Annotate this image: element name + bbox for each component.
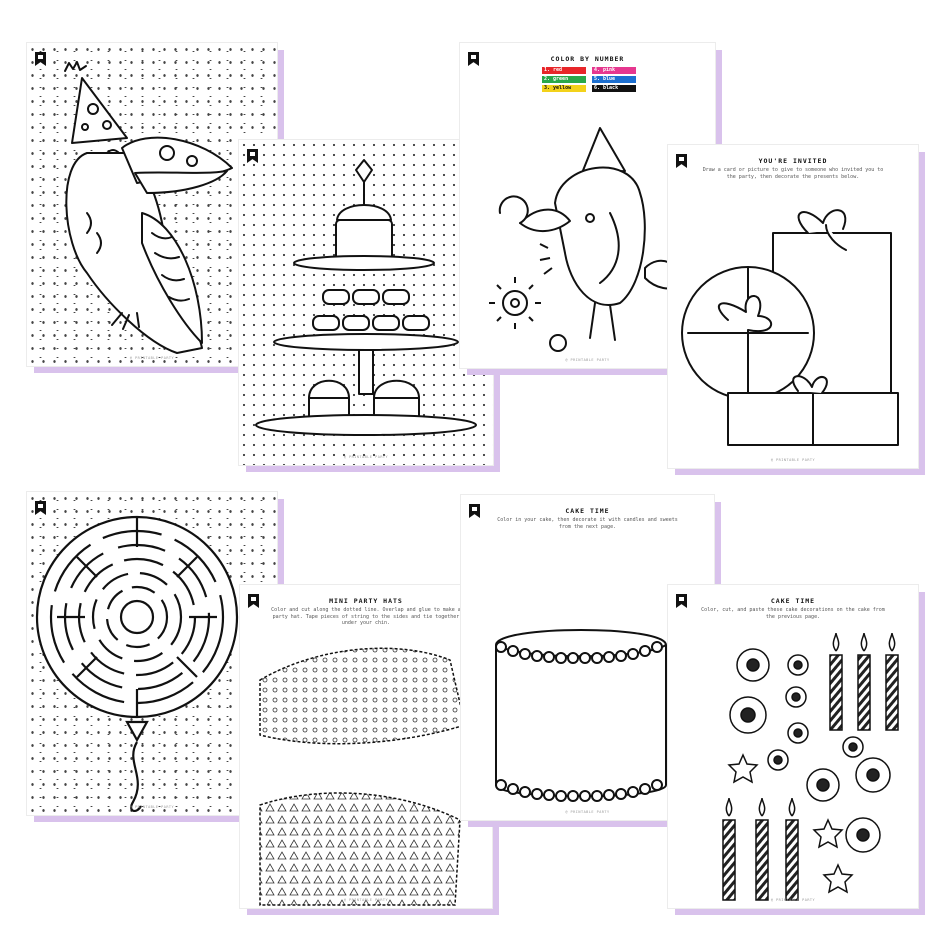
legend-item: 5. blue	[592, 76, 636, 83]
bookmark-icon	[247, 149, 258, 163]
page-footer: @ PRINTABLE PARTY	[129, 805, 175, 809]
legend-item: 4. pink	[592, 67, 636, 74]
party-hat-templates	[259, 647, 466, 906]
presents-illustration	[681, 209, 899, 446]
page-footer: @ PRINTABLE PARTY	[565, 810, 610, 814]
maze-illustration	[35, 515, 239, 812]
page-balloon-maze: @ PRINTABLE PARTY	[26, 491, 278, 816]
page-title: CAKE TIME	[565, 507, 610, 515]
page-title: YOU'RE INVITED	[758, 157, 828, 165]
legend-item: 3. yellow	[542, 85, 586, 92]
page-toucan: @ PRINTABLE PARTY	[26, 42, 278, 367]
legend-item: 2. green	[542, 76, 586, 83]
page-footer: @ PRINTABLE PARTY	[770, 458, 816, 462]
bookmark-icon	[469, 504, 480, 518]
page-footer: @ PRINTABLE PARTY	[129, 356, 175, 360]
page-title: MINI PARTY HATS	[329, 597, 403, 605]
bird-illustration	[489, 127, 686, 352]
legend-item: 6. black	[592, 85, 636, 92]
page-title: COLOR BY NUMBER	[550, 55, 625, 63]
page-title: CAKE TIME	[770, 597, 816, 605]
page-instructions: Draw a card or picture to give to someon…	[702, 167, 884, 180]
page-footer: @ PRINTABLE PARTY	[343, 455, 389, 459]
page-youre-invited: YOU'RE INVITED Draw a card or picture to…	[667, 144, 919, 469]
bookmark-icon	[35, 52, 46, 66]
color-legend: 1. red 4. pink 2. green 5. blue 3. yello…	[542, 67, 636, 92]
bookmark-icon	[35, 501, 46, 515]
bookmark-icon	[676, 594, 687, 608]
page-footer: @ PRINTABLE PARTY	[565, 358, 610, 362]
page-footer: @ PRINTABLE PARTY	[770, 898, 816, 902]
toucan-illustration	[64, 61, 233, 354]
page-mini-party-hats: MINI PARTY HATS Color and cut along the …	[239, 584, 493, 909]
page-instructions: Color and cut along the dotted line. Ove…	[271, 607, 461, 626]
page-instructions: Color in your cake, then decorate it wit…	[497, 517, 678, 530]
cake-outline-illustration	[495, 629, 667, 802]
bookmark-icon	[248, 594, 259, 608]
page-footer: @ PRINTABLE PARTY	[343, 898, 389, 902]
page-cake-stand: @ PRINTABLE PARTY	[238, 139, 494, 466]
bookmark-icon	[676, 154, 687, 168]
page-cake-time-2: CAKE TIME Color, cut, and paste these ca…	[667, 584, 919, 909]
cake-stand-illustration	[255, 159, 477, 436]
legend-item: 1. red	[542, 67, 586, 74]
cake-decorations-cutouts	[722, 632, 899, 901]
bookmark-icon	[468, 52, 479, 66]
page-instructions: Color, cut, and paste these cake decorat…	[701, 607, 885, 620]
